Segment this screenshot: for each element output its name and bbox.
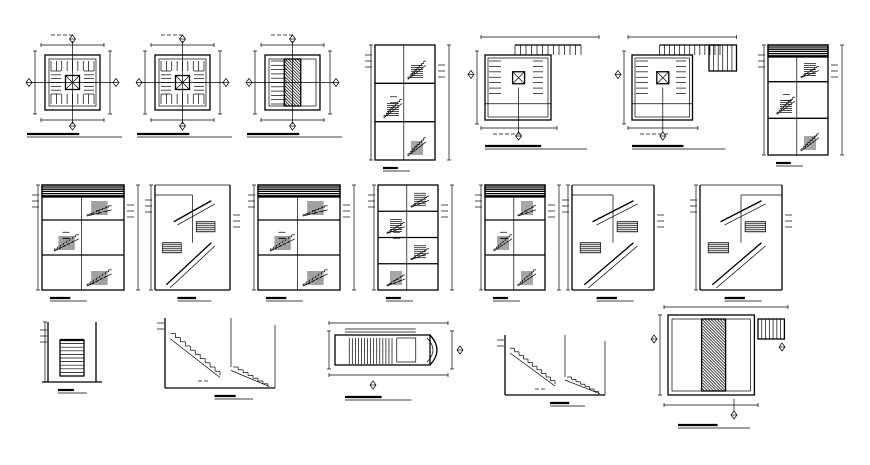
plan-6	[327, 321, 464, 401]
section-8	[562, 184, 664, 302]
section-7	[475, 184, 561, 302]
section-6	[368, 184, 454, 302]
section-4	[145, 184, 240, 302]
section-3	[32, 184, 140, 302]
elevation-3	[497, 335, 606, 407]
plan-4	[467, 35, 600, 150]
elevation-1	[40, 321, 102, 394]
section-9	[690, 184, 792, 302]
plan-7	[650, 305, 789, 429]
section-2	[758, 44, 844, 167]
section-1	[365, 44, 451, 172]
plan-1	[25, 34, 122, 138]
plan-5	[614, 35, 738, 150]
elevation-2	[157, 318, 276, 400]
plan-3	[245, 34, 342, 138]
plan-2	[135, 34, 232, 138]
section-5	[248, 184, 356, 302]
